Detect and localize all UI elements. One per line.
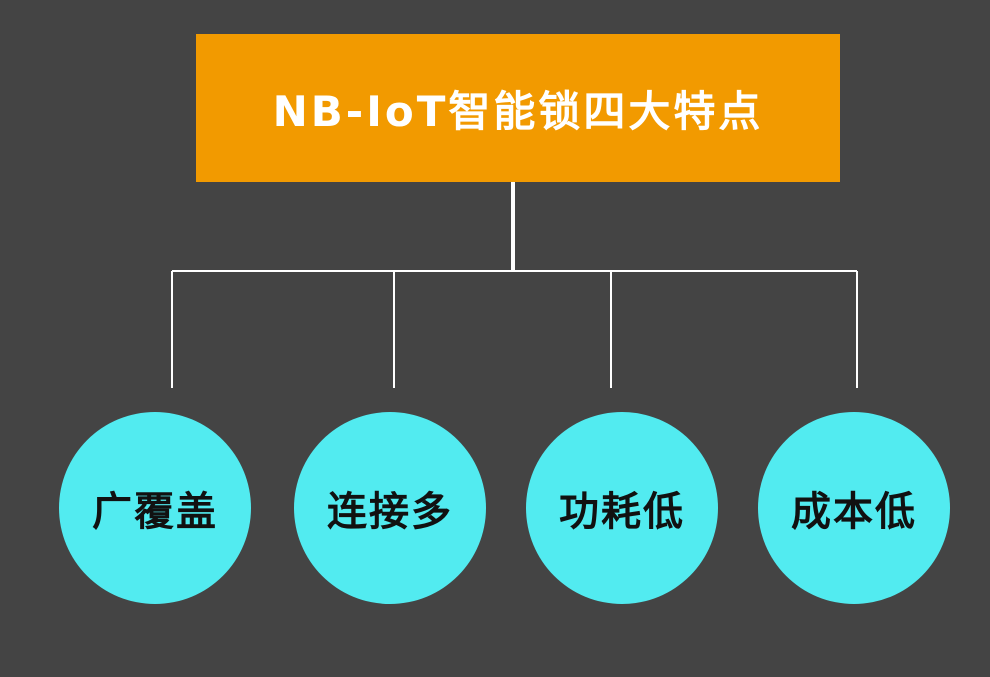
root-node: NB-IoT智能锁四大特点 — [196, 34, 840, 182]
feature-node-connections: 连接多 — [294, 412, 486, 604]
feature-node-label: 连接多 — [327, 489, 453, 535]
feature-node-cost: 成本低 — [758, 412, 950, 604]
feature-node-label: 广覆盖 — [92, 489, 218, 535]
feature-node-power: 功耗低 — [526, 412, 718, 604]
root-node-label: NB-IoT智能锁四大特点 — [272, 86, 764, 136]
feature-node-coverage: 广覆盖 — [59, 412, 251, 604]
feature-node-label: 功耗低 — [559, 489, 685, 535]
feature-node-label: 成本低 — [791, 489, 917, 535]
